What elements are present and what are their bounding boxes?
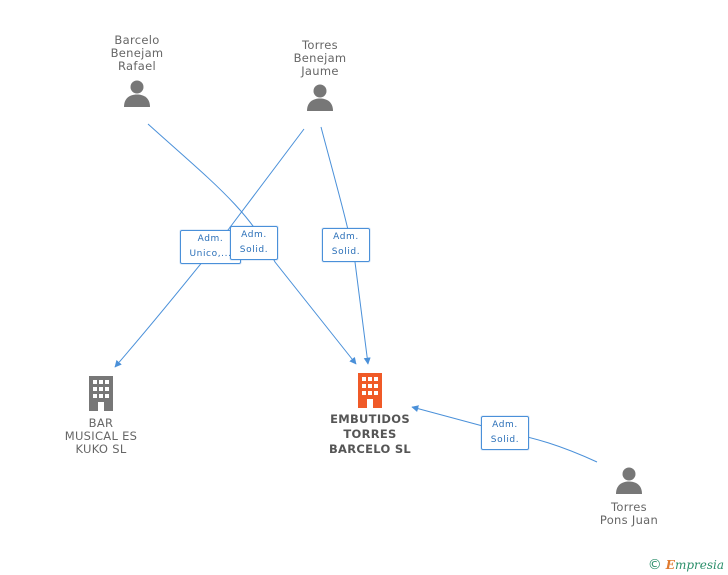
person-node-barcelo[interactable]: Barcelo Benejam Rafael [93,34,181,108]
company-name: EMBUTIDOS TORRES BARCELO SL [328,412,412,456]
person-name: Barcelo Benejam Rafael [110,33,164,73]
person-name: Torres Pons Juan [599,500,659,527]
person-icon [275,82,365,112]
person-node-torres-benejam[interactable]: Torres Benejam Jaume [275,39,365,112]
person-name: Torres Benejam Jaume [293,38,347,78]
person-icon [585,465,673,495]
person-icon [93,78,181,108]
company-name: BAR MUSICAL ES KUKO SL [64,416,138,456]
relationship-badge-adm-solid[interactable]: Adm. Solid. [230,226,278,260]
company-node-bar-musical[interactable]: BAR MUSICAL ES KUKO SL [55,376,147,456]
relationship-badge-adm-solid[interactable]: Adm. Solid. [481,416,529,450]
person-node-torres-pons[interactable]: Torres Pons Juan [585,465,673,527]
empresia-logo: Empresia [665,558,724,572]
building-icon [55,376,147,411]
company-node-embutidos[interactable]: EMBUTIDOS TORRES BARCELO SL [320,373,420,457]
building-icon [320,373,420,408]
relationship-badge-adm-solid[interactable]: Adm. Solid. [322,228,370,262]
empresia-branding: © Empresia [648,557,724,573]
copyright-icon: © [647,557,662,573]
